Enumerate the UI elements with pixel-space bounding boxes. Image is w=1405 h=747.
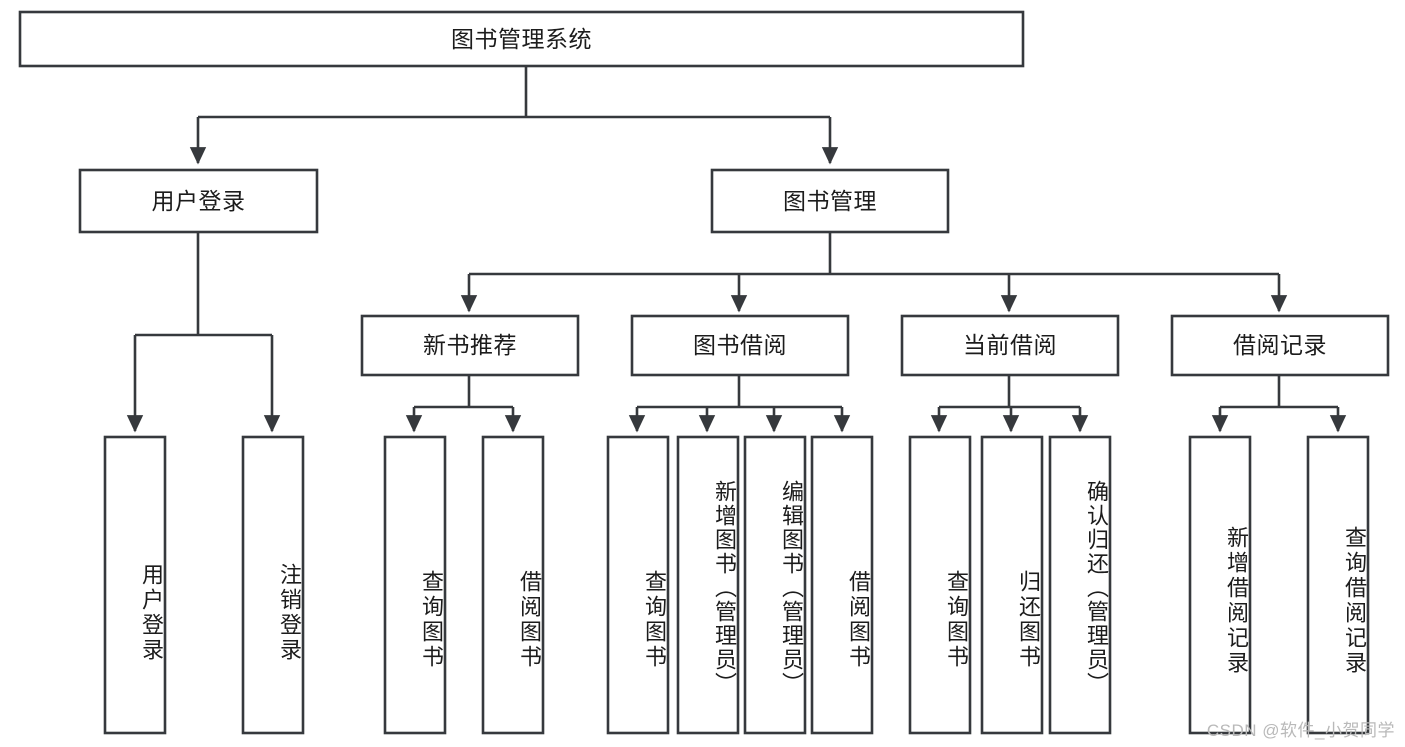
node-box-root[interactable] bbox=[18, 10, 1025, 68]
node-box-leaf-logout[interactable] bbox=[241, 435, 305, 735]
node-box-borrow-record[interactable] bbox=[1170, 314, 1390, 377]
node-box-leaf-borrow-book-new[interactable] bbox=[481, 435, 545, 735]
node-box-leaf-add-book[interactable] bbox=[676, 435, 740, 735]
node-box-leaf-return-book[interactable] bbox=[980, 435, 1044, 735]
node-box-leaf-query-book-borrow[interactable] bbox=[606, 435, 670, 735]
node-box-leaf-query-record[interactable] bbox=[1306, 435, 1370, 735]
watermark-text: CSDN @软件_小贺同学 bbox=[1206, 721, 1395, 740]
node-box-leaf-confirm-return[interactable] bbox=[1048, 435, 1112, 735]
node-box-book-manage[interactable] bbox=[710, 168, 950, 234]
node-box-leaf-add-record[interactable] bbox=[1188, 435, 1252, 735]
node-box-user-login[interactable] bbox=[78, 168, 319, 234]
node-box-leaf-user-login[interactable] bbox=[103, 435, 167, 735]
node-box-leaf-query-book-new[interactable] bbox=[383, 435, 447, 735]
node-box-leaf-edit-book[interactable] bbox=[743, 435, 807, 735]
node-box-new-book-rec[interactable] bbox=[360, 314, 580, 377]
node-box-current-borrow[interactable] bbox=[900, 314, 1120, 377]
node-box-leaf-borrow-book[interactable] bbox=[810, 435, 874, 735]
node-box-book-borrow[interactable] bbox=[630, 314, 850, 377]
node-box-leaf-query-book-cur[interactable] bbox=[908, 435, 972, 735]
